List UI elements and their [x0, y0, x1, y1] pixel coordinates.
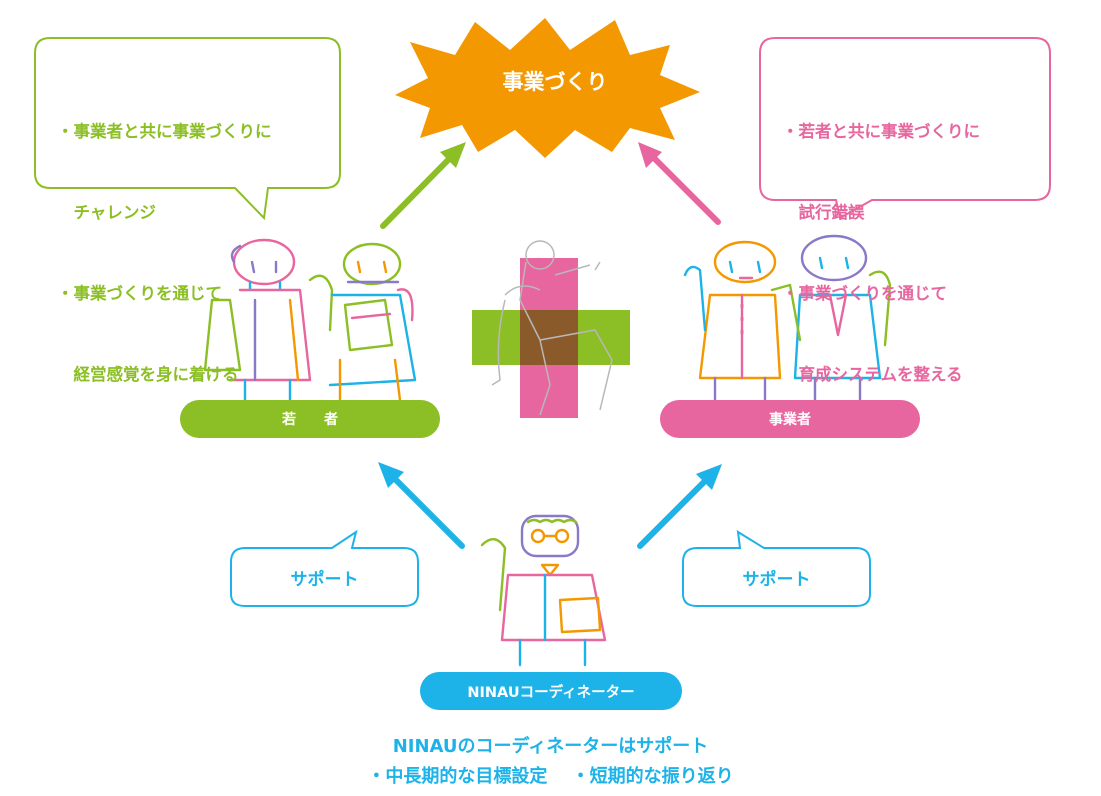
right-bubble-shape	[759, 37, 1051, 220]
business-label: 事業者	[660, 400, 920, 438]
youth-label: 若 者	[180, 400, 440, 438]
coordinator-label: NINAUコーディネーター	[420, 672, 682, 710]
blue-arrow-right-head	[696, 464, 722, 490]
right-bubble-line: 試行錯誤	[782, 203, 865, 222]
coordinator-figure	[480, 514, 607, 667]
support-bubble-right-shape	[682, 530, 871, 607]
bottom-note-line1: NINAUのコーディネーターはサポート	[392, 736, 709, 757]
blue-arrow-right	[637, 475, 711, 549]
green-arrow-head	[440, 142, 466, 168]
support-left-label: サポート	[290, 569, 359, 590]
support-right-label: サポート	[742, 569, 811, 590]
left-bubble-line: ・事業づくりを通じて	[57, 284, 222, 303]
business-figures	[683, 234, 892, 402]
burst-shape	[395, 18, 700, 158]
left-bubble-line: ・事業者と共に事業づくりに	[57, 122, 272, 141]
blue-arrow-left	[389, 473, 465, 549]
support-bubble-left-shape	[230, 529, 419, 607]
right-bubble-line: ・若者と共に事業づくりに	[782, 122, 980, 141]
centaur-figure	[491, 240, 613, 416]
right-bubble-text: ・若者と共に事業づくりに 試行錯誤 ・事業づくりを通じて 育成システムを整える	[782, 64, 980, 415]
pink-arrow-head	[638, 142, 662, 168]
bottom-note-line2: ・中長期的な目標設定 ・短期的な振り返り	[367, 766, 734, 787]
burst-label: 事業づくり	[502, 70, 608, 94]
left-bubble-shape	[34, 37, 341, 221]
right-bubble-line: ・事業づくりを通じて	[782, 284, 947, 303]
left-bubble-line: 経営感覚を身に着ける	[57, 365, 239, 384]
pink-arrow	[649, 153, 721, 225]
left-bubble-line: チャレンジ	[57, 203, 156, 222]
right-bubble-line: 育成システムを整える	[782, 365, 963, 384]
left-bubble-text: ・事業者と共に事業づくりに チャレンジ ・事業づくりを通じて 経営感覚を身に着け…	[57, 64, 272, 415]
blue-arrow-left-head	[378, 462, 404, 488]
green-arrow	[380, 153, 455, 229]
youth-figures	[203, 238, 417, 402]
